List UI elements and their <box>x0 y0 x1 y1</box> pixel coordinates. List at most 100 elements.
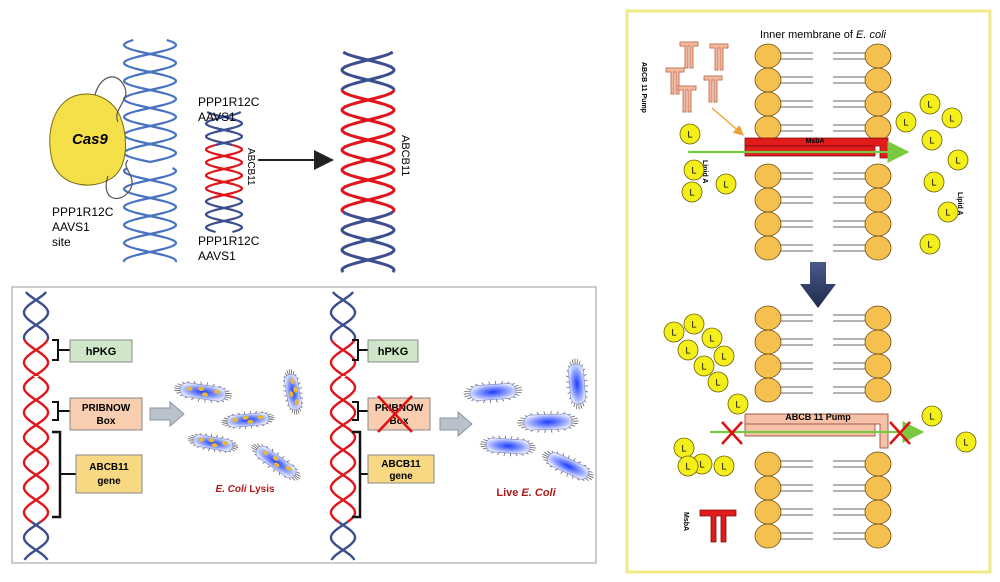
bacterium-pilus <box>495 399 498 403</box>
bacterium-icon <box>251 443 301 481</box>
lipid-a-letter: L <box>699 460 704 470</box>
debris-spot <box>247 419 254 424</box>
bacterium-pilus <box>503 452 506 456</box>
phospholipid-head <box>754 353 782 379</box>
lipid-a-label-left: Lipid A <box>701 160 708 183</box>
lysed-bacteria-group <box>173 369 304 481</box>
lipid-a-molecule <box>693 355 715 377</box>
lipid-a-molecule <box>677 339 699 361</box>
bacterium-pilus <box>550 429 553 433</box>
debris-spot <box>262 450 269 456</box>
lipid-a-letter: L <box>701 362 706 372</box>
bacterium-pilus <box>283 390 287 392</box>
phospholipid-head <box>754 523 782 549</box>
pump-insert-arrow <box>711 107 744 136</box>
bacterium-pilus <box>298 387 302 390</box>
phospholipid-head <box>864 475 892 501</box>
lipid-a-molecule <box>919 233 941 255</box>
construct-helix-left <box>22 291 50 561</box>
bacterium-pilus <box>216 434 218 438</box>
debris-spot <box>198 386 205 391</box>
bacterium-pilus <box>515 387 522 390</box>
membrane-panel: Inner membrane of E. coli ABCB 11 Pump M… <box>625 9 992 574</box>
bacterium-icon <box>565 358 589 410</box>
dna-strand <box>205 196 243 234</box>
lipid-a-letter: L <box>685 462 690 472</box>
bacterium-pilus <box>299 392 303 394</box>
lipid-a-letter: L <box>949 114 954 124</box>
bacterium-pilus <box>188 440 194 442</box>
bacterium-pilus <box>480 445 487 447</box>
bacterium-pilus <box>277 452 279 456</box>
abcb11-pump-bar-label: ABCB 11 Pump <box>785 412 851 422</box>
bacterium-pilus <box>566 386 570 389</box>
dna-strand <box>329 339 357 523</box>
bacterium-pilus <box>464 394 471 397</box>
debris-spot <box>289 391 294 398</box>
dna-strand <box>340 50 396 91</box>
phospholipid-head <box>864 211 892 237</box>
site-label-line2: AAVS1 <box>52 220 90 234</box>
msba-bottom-label: MsbA <box>682 512 689 531</box>
phospholipid-head <box>864 353 892 379</box>
abcb11-pump-vertical-label: ABCB 11 Pump <box>640 62 647 113</box>
phospholipid-head <box>754 187 782 213</box>
dna-strand <box>329 291 357 341</box>
phospholipid-head <box>754 115 782 141</box>
bacterium-pilus <box>174 390 181 391</box>
bacterium-pilus <box>297 408 300 414</box>
bacterium-pilus <box>206 382 209 386</box>
atg-letter-a: A <box>34 361 40 370</box>
phospholipid-head <box>864 377 892 403</box>
pribnow-label-2: Box <box>97 416 116 427</box>
debris-spot <box>202 392 208 397</box>
bacterium-pilus <box>232 444 238 446</box>
site-label-line3: site <box>52 235 71 249</box>
bacterium-pilus <box>550 411 552 415</box>
phospholipid-head <box>754 451 782 477</box>
bacterium-body <box>547 452 589 480</box>
msba-glyphs <box>699 509 737 543</box>
bacterium-pilus <box>586 476 592 481</box>
bacterium-pilus <box>245 426 247 429</box>
bacterium-body <box>568 363 586 405</box>
pribnow-box <box>69 397 143 431</box>
phospholipid-head <box>754 211 782 237</box>
lipid-a-molecule <box>715 173 737 195</box>
bacterium-pilus <box>288 369 291 375</box>
phospholipid-head <box>754 329 782 355</box>
membrane-title: Inner membrane of E. coli <box>760 29 887 41</box>
dna-strand <box>122 38 178 164</box>
bacterium-pilus <box>576 403 578 410</box>
lipid-a-letter: L <box>927 240 932 250</box>
bacterium-pilus <box>225 393 232 394</box>
abcb11-gene-box <box>75 454 143 494</box>
bacterium-pilus <box>480 441 487 444</box>
lipid-a-molecule <box>727 393 749 415</box>
bacterium-pilus <box>529 448 536 451</box>
bacterium-pilus <box>231 447 238 450</box>
lipid-bilayer-top <box>754 43 892 261</box>
live-bacteria-group <box>463 358 594 482</box>
bacterium-pilus <box>488 381 491 385</box>
bacterium-icon <box>463 380 523 404</box>
dna-strand <box>23 521 50 561</box>
debris-spot <box>272 456 279 461</box>
bacterium-pilus <box>504 435 507 439</box>
debris-spot <box>213 389 220 394</box>
abcb11-pump-glyphs <box>665 41 729 113</box>
transition-down-arrow <box>800 262 836 308</box>
lipid-a-letter: L <box>685 346 690 356</box>
phospholipid-head <box>754 67 782 93</box>
atg-letter-g: G <box>34 389 40 398</box>
insert-top-label-2: AAVS1 <box>198 110 236 124</box>
lipid-a-letter: L <box>681 444 686 454</box>
hpkg-label-right: hPKG <box>378 346 409 358</box>
bacterium-pilus <box>286 370 289 376</box>
abcb11-gene-box-right <box>367 454 435 484</box>
cas9-rna-loop <box>94 76 133 200</box>
lipid-a-molecule <box>683 159 705 181</box>
phospholipid-head <box>864 163 892 189</box>
gene-label-right-2: gene <box>389 471 413 482</box>
bacterium-pilus <box>250 425 253 429</box>
